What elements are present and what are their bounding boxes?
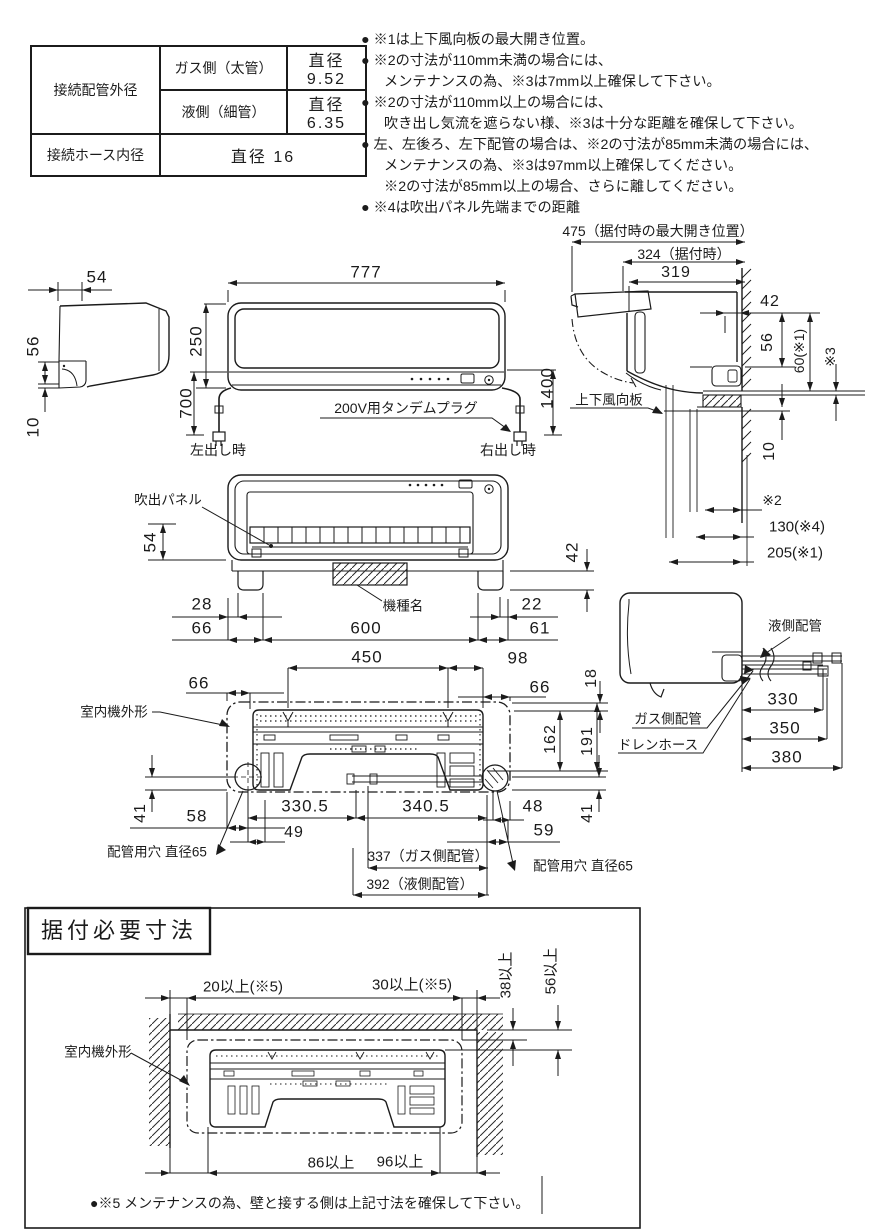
dim-41-left: 41	[132, 803, 149, 823]
dim-66-panel: 66	[191, 618, 213, 638]
dim-66-back-right: 66	[529, 677, 551, 697]
dim-ref3: ※3	[822, 347, 838, 367]
note-line: ● ※2の寸法が110mm未満の場合には、	[361, 53, 613, 69]
piping-view-art	[618, 592, 843, 772]
panel-view-art	[148, 474, 594, 643]
hose-id-header: 接続ホース内径	[30, 133, 161, 177]
dim-56-side: 56	[759, 332, 776, 352]
hose-id-value: 直径 16	[159, 133, 367, 177]
back-view-art	[130, 665, 608, 898]
dim-319: 319	[661, 264, 691, 281]
dim-1400: 1400	[537, 367, 557, 409]
dim-777: 777	[350, 262, 382, 282]
note-line: メンテナンスの為、※3は7mm以上確保して下さい。	[384, 74, 721, 90]
dim-59: 59	[533, 820, 555, 840]
dim-38-min: 38以上	[497, 951, 515, 999]
dim-96-min: 96以上	[376, 1153, 424, 1171]
liquid-side-label: 液側（細管）	[159, 89, 288, 135]
dim-130-ref4: 130(※4)	[769, 518, 825, 536]
pipe-hole-label-left: 配管用穴 直径65	[107, 844, 207, 860]
dim-475-max-open: 475（据付時の最大開き位置）	[562, 223, 754, 239]
dim-18: 18	[583, 668, 600, 688]
dim-98: 98	[507, 648, 529, 668]
dim-10-side: 10	[761, 441, 778, 461]
dim-49: 49	[284, 824, 304, 841]
connection-spec-table: 接続配管外径 ガス側（太管） 直径 9.52 液側（細管） 直径 6.35 接続…	[30, 45, 367, 177]
dim-66-back-left: 66	[188, 673, 210, 693]
note-line: ● ※4は吹出パネル先端までの距離	[361, 200, 581, 216]
plug-label: 200V用タンデムプラグ	[334, 400, 478, 416]
blowout-panel-label: 吹出パネル	[134, 492, 202, 508]
dim-392-liquid: 392（液側配管）	[366, 876, 474, 892]
dim-162: 162	[542, 724, 559, 754]
gas-pipe-label: ガス側配管	[634, 711, 702, 727]
note-line: ● ※1は上下風向板の最大開き位置。	[361, 32, 595, 48]
dim-700: 700	[176, 387, 196, 419]
dim-340-5: 340.5	[402, 796, 450, 816]
left-out-label: 左出し時	[190, 442, 246, 458]
dim-ref2: ※2	[762, 492, 782, 508]
side-left-view-art	[28, 282, 170, 412]
vane-label: 上下風向板	[575, 392, 643, 408]
note-line: ● ※2の寸法が110mm以上の場合には、	[361, 95, 613, 111]
note-line: ● 左、左後ろ、左下配管の場合は、※2の寸法が85mm未満の場合には、	[361, 137, 819, 153]
install-section-title: 据付必要寸法	[40, 918, 198, 943]
dim-324-install: 324（据付時）	[637, 246, 731, 262]
note-line: ※2の寸法が85mm以上の場合、さらに離してください。	[384, 179, 743, 195]
pipe-od-header: 接続配管外径	[30, 45, 161, 135]
dim-22: 22	[521, 594, 543, 614]
dim-330-5: 330.5	[281, 796, 329, 816]
dim-380: 380	[771, 747, 803, 767]
gas-side-value: 直径 9.52	[286, 45, 367, 91]
dim-28: 28	[191, 594, 213, 614]
right-out-label: 右出し時	[480, 442, 536, 458]
dim-42-side: 42	[760, 293, 780, 310]
pipe-hole-label-right: 配管用穴 直径65	[533, 858, 633, 874]
dim-250: 250	[186, 325, 206, 357]
dim-56-left: 56	[23, 335, 43, 357]
side-right-view-art	[570, 239, 865, 566]
install-note: ●※5 メンテナンスの為、壁と接する側は上記寸法を確保して下さい。	[90, 1195, 530, 1211]
liquid-side-value: 直径 6.35	[286, 89, 367, 135]
gas-side-label: ガス側（太管）	[159, 45, 288, 91]
dim-54-panel: 54	[140, 531, 160, 553]
dim-30-min: 30以上(※5)	[371, 976, 453, 994]
drain-hose-label: ドレンホース	[617, 737, 699, 753]
dim-54-top: 54	[86, 267, 108, 287]
dim-20-min: 20以上(※5)	[202, 978, 284, 996]
dim-48: 48	[522, 796, 544, 816]
dim-86-min: 86以上	[307, 1154, 355, 1172]
dim-61: 61	[529, 618, 551, 638]
dim-191: 191	[579, 726, 596, 756]
install-view-art	[24, 906, 641, 1229]
dim-42-panel: 42	[562, 541, 582, 563]
dim-10-left: 10	[23, 416, 43, 438]
indoor-unit-outline-label-install: 室内機外形	[64, 1044, 132, 1060]
dim-58: 58	[186, 806, 208, 826]
notes-block: ● ※1は上下風向板の最大開き位置。 ● ※2の寸法が110mm未満の場合には、…	[361, 30, 893, 219]
dim-41-right: 41	[579, 803, 596, 823]
dim-350: 350	[769, 718, 801, 738]
liquid-pipe-label: 液側配管	[768, 618, 822, 634]
dim-56-min: 56以上	[542, 947, 560, 995]
front-view-art	[186, 280, 562, 446]
note-line: メンテナンスの為、※3は97mm以上確保してください。	[384, 158, 743, 174]
dim-205-ref1: 205(※1)	[767, 544, 823, 562]
model-name-label: 機種名	[382, 598, 424, 614]
dim-330: 330	[767, 689, 799, 709]
note-line: 吹き出し気流を遮らない様、※3は十分な距離を確保して下さい。	[384, 116, 803, 132]
dim-600: 600	[350, 618, 382, 638]
dim-337-gas: 337（ガス側配管）	[367, 848, 489, 864]
dim-450: 450	[351, 647, 383, 667]
dim-60-ref1: 60(※1)	[791, 328, 807, 374]
indoor-unit-outline-label: 室内機外形	[80, 704, 148, 720]
